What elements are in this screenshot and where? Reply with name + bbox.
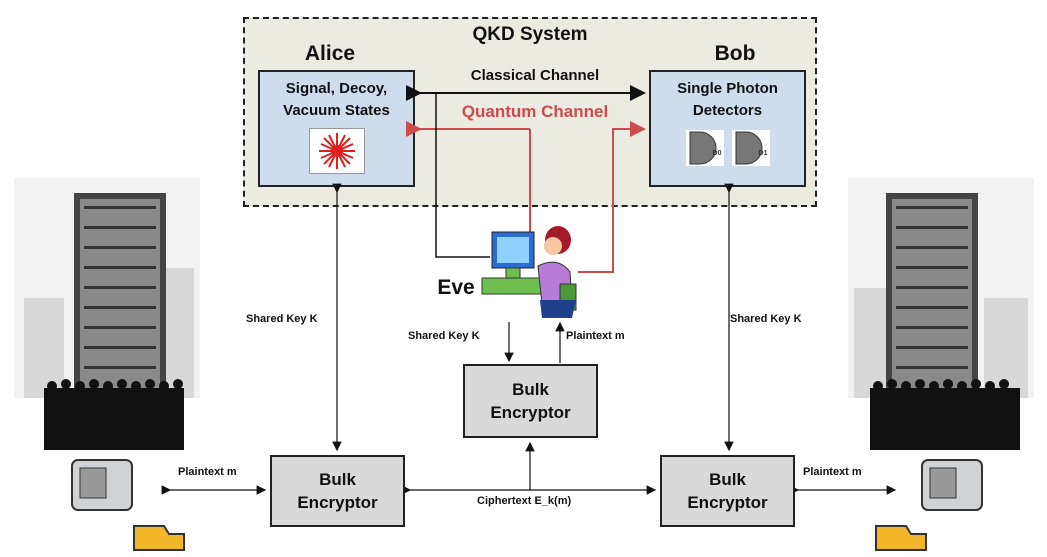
eve-person-icon	[480, 222, 582, 322]
alice-line1: Signal, Decoy,	[285, 80, 388, 97]
shared-key-left-label: Shared Key K	[246, 313, 318, 325]
alice-title: Alice	[304, 42, 356, 65]
detector-d1-icon: D1	[731, 130, 770, 166]
quantum-channel-label: Quantum Channel	[461, 102, 609, 121]
right-building-scene	[848, 178, 1034, 552]
bob-title: Bob	[714, 42, 756, 65]
plaintext-left-label: Plaintext m	[178, 466, 237, 478]
eve-title: Eve	[437, 276, 475, 299]
bob-line2: Detectors	[692, 102, 763, 119]
ciphertext-label: Ciphertext E_k(m)	[477, 495, 572, 507]
left-building-scene	[14, 178, 200, 552]
plaintext-right-label: Plaintext m	[803, 466, 862, 478]
detector-d0-icon: D0	[685, 130, 724, 166]
bob-box: Single Photon Detectors D0 D1	[649, 70, 806, 187]
qkd-system-title: QKD System	[472, 24, 588, 45]
bob-line1: Single Photon	[677, 80, 778, 97]
alice-line2: Vacuum States	[283, 102, 390, 119]
plaintext-eve-label: Plaintext m	[566, 330, 625, 342]
shared-key-eve-label: Shared Key K	[408, 330, 480, 342]
shared-key-right-label: Shared Key K	[730, 313, 802, 325]
laser-icon	[308, 128, 365, 174]
classical-channel-label: Classical Channel	[470, 67, 600, 84]
eve-classical-tap-line	[435, 93, 490, 258]
alice-box: Signal, Decoy, Vacuum States	[258, 70, 415, 187]
quantum-channel-right-line	[578, 121, 646, 273]
